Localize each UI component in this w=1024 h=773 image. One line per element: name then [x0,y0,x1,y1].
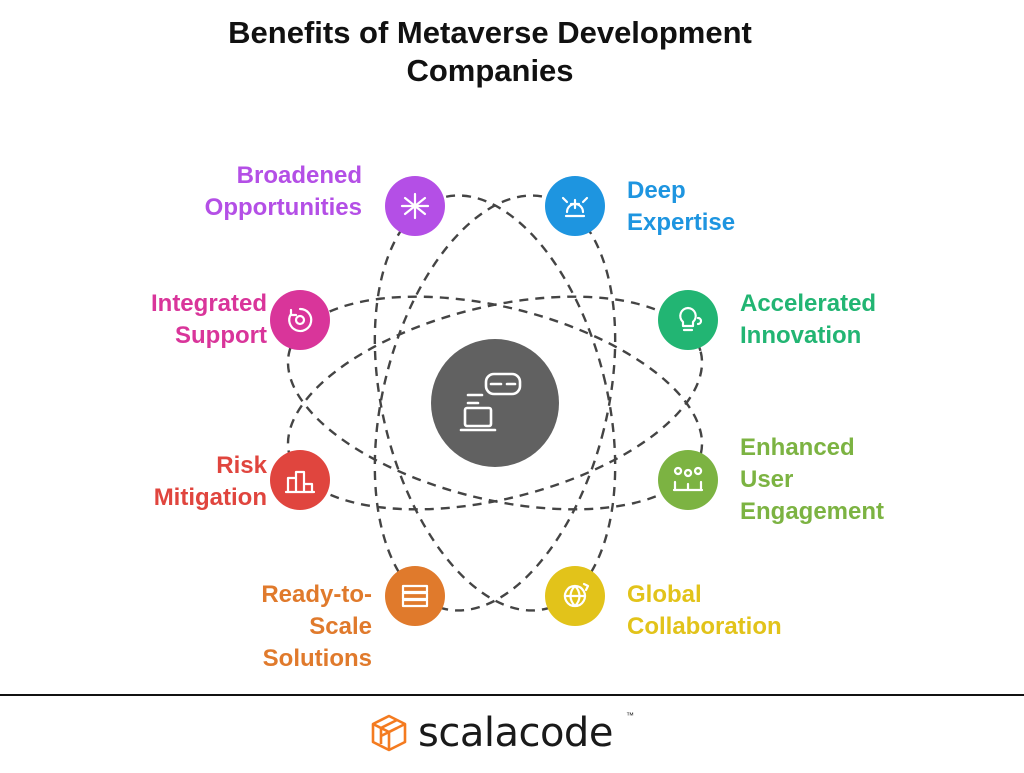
benefit-label-deep-expertise: Deep Expertise [627,177,736,236]
benefit-circle [385,566,445,626]
shield-buildings-icon [284,470,316,494]
brand-trademark: ™ [626,711,634,720]
benefit-node-accelerated-innovation [658,290,718,350]
vr-headset-laptop-icon [459,372,522,432]
title-line-1: Benefits of Metaverse Development [228,15,752,50]
center-hub [431,339,559,467]
brand-name: scalacode [418,710,613,756]
scalacode-cube-logo-icon [371,714,407,752]
benefit-node-risk-mitigation [270,450,330,510]
benefit-node-broadened-opportunities [385,176,445,236]
benefit-circle [270,450,330,510]
benefit-node-global-collaboration [545,566,605,626]
page-title: Benefits of Metaverse Development Compan… [90,14,890,90]
stacked-servers-icon [401,584,429,608]
benefit-label-ready-to-scale-solutions: Ready-to- Scale Solutions [261,581,372,672]
benefit-circle [658,290,718,350]
orbit-diagram [270,176,718,626]
benefit-node-deep-expertise [545,176,605,236]
benefit-node-integrated-support [270,290,330,350]
globe-arrows-icon [563,582,590,608]
orbit-ellipse-2 [373,194,617,612]
benefit-label-enhanced-user-engagement: Enhanced User Engagement [740,434,885,525]
center-circle [431,339,559,467]
lightbulb-gear-icon [679,306,703,332]
benefit-circle [270,290,330,350]
orbit-ellipse-1 [373,194,617,612]
brand-footer: scalacode ™ [370,705,670,761]
benefit-label-integrated-support: Integrated Support [150,290,267,349]
benefit-label-risk-mitigation: Risk Mitigation [153,452,267,511]
footer-divider [0,694,1024,696]
benefit-circle [658,450,718,510]
title-line-2: Companies [406,53,574,88]
benefit-label-broadened-opportunities: Broadened Opportunities [204,162,362,221]
network-nodes-icon [400,192,430,220]
gear-cycle-icon [288,307,313,333]
benefit-node-enhanced-user-engagement [658,450,718,510]
benefit-nodes [270,176,718,626]
ai-brain-icon [561,196,589,218]
benefit-label-accelerated-innovation: Accelerated Innovation [740,290,877,349]
users-connected-icon [672,466,704,492]
benefit-node-ready-to-scale-solutions [385,566,445,626]
benefit-label-global-collaboration: Global Collaboration [627,581,782,640]
